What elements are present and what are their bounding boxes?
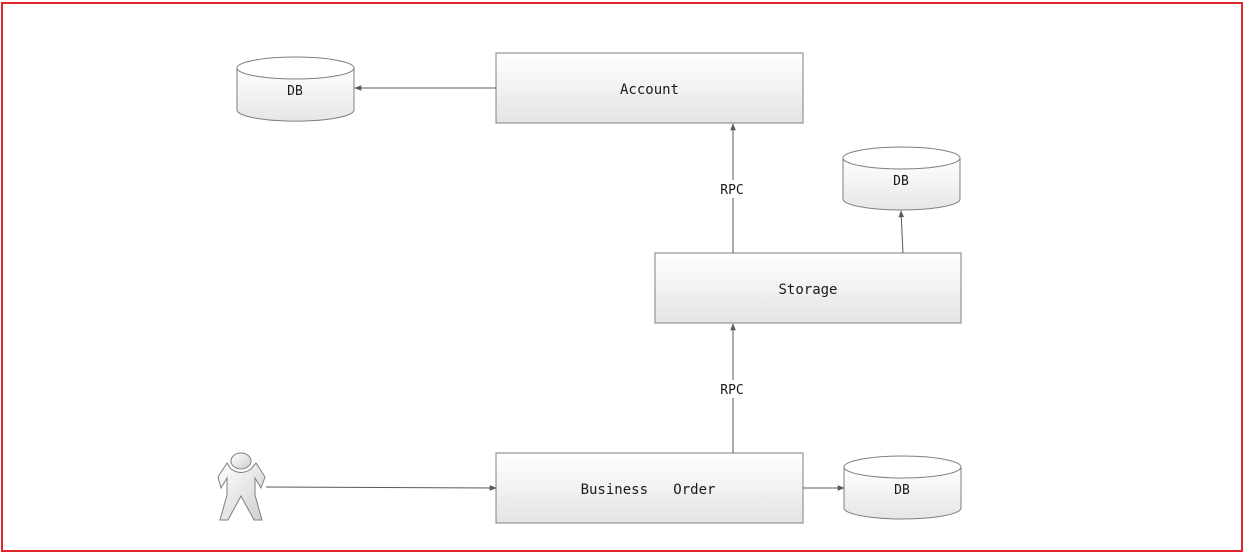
user-actor-icon <box>217 452 266 521</box>
rpc-text-lower: RPC <box>720 383 743 398</box>
storage-db-label: DB <box>893 174 909 189</box>
storage-to-db-arrow <box>898 210 905 254</box>
account-db-cylinder: DB <box>236 56 355 122</box>
user-to-order-arrow <box>265 485 497 491</box>
order-db-cylinder: DB <box>843 455 962 520</box>
storage-service: Storage <box>654 252 962 324</box>
account-service: Account <box>495 52 804 124</box>
order-db-label: DB <box>894 483 910 498</box>
account-db-label: DB <box>287 84 303 99</box>
rpc-text-upper: RPC <box>720 183 743 198</box>
account-label: Account <box>620 82 679 98</box>
rpc-label-storage-account: RPC <box>716 180 750 198</box>
business-order-label: Business Order <box>581 482 716 498</box>
rpc-label-order-storage: RPC <box>716 380 750 398</box>
storage-db-cylinder: DB <box>842 146 961 211</box>
storage-label: Storage <box>778 282 837 298</box>
business-order-service: Business Order <box>495 452 804 524</box>
